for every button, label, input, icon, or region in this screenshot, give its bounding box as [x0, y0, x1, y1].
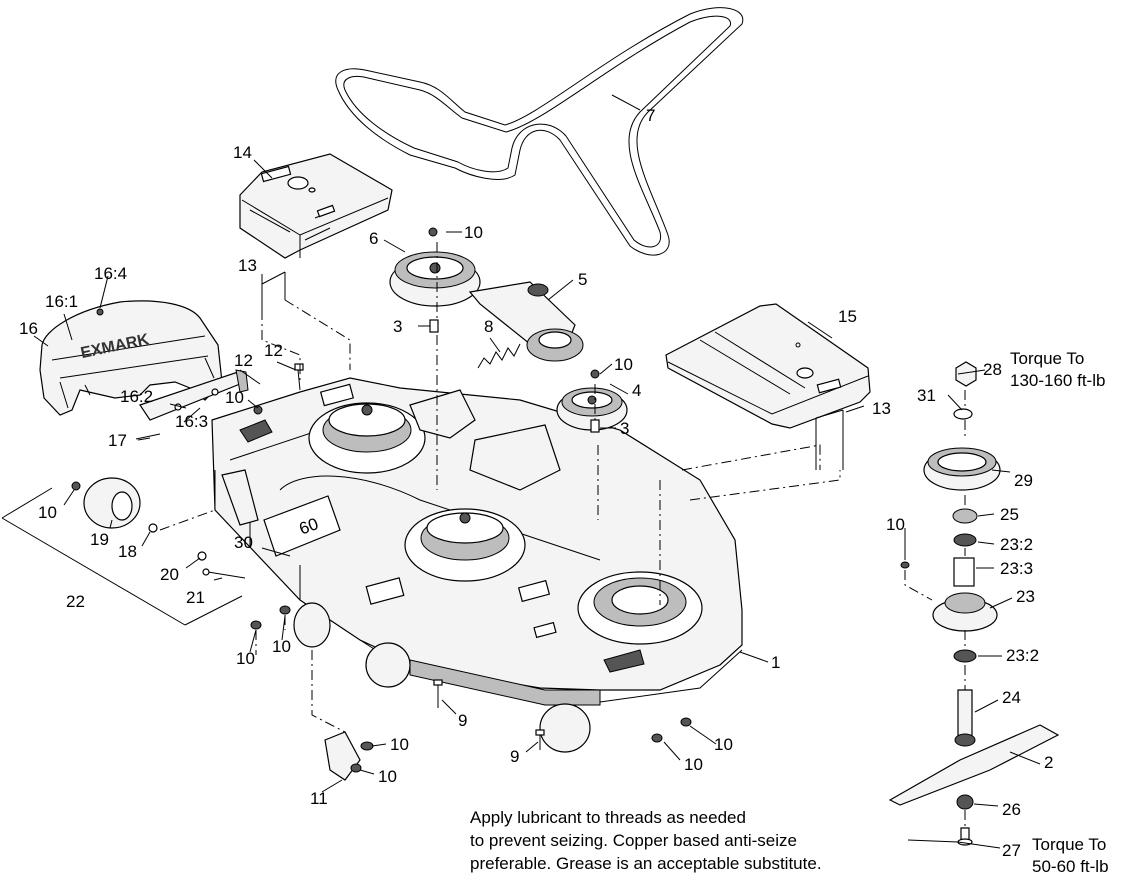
torque-top-line1: Torque To — [1010, 349, 1084, 368]
callout-31: 31 — [917, 386, 936, 405]
callout-10: 10 — [390, 735, 409, 754]
callout-9: 9 — [458, 711, 467, 730]
callout-17: 17 — [108, 431, 127, 450]
callout-12: 12 — [234, 351, 253, 370]
callout-13: 13 — [872, 399, 891, 418]
callout-21: 21 — [186, 588, 205, 607]
callout-13: 13 — [238, 256, 257, 275]
torque-bottom-line1: Torque To — [1032, 835, 1106, 854]
callout-27: 27 — [1002, 841, 1021, 860]
callout-24: 24 — [1002, 688, 1021, 707]
callout-4: 4 — [632, 381, 641, 400]
callout-16: 16 — [19, 319, 38, 338]
callout-10: 10 — [614, 355, 633, 374]
callout-10: 10 — [886, 515, 905, 534]
callout-14: 14 — [233, 143, 252, 162]
callout-29: 29 — [1014, 471, 1033, 490]
callout-22: 22 — [66, 592, 85, 611]
callout-2: 2 — [1044, 753, 1053, 772]
callout-10: 10 — [272, 637, 291, 656]
callout-18: 18 — [118, 542, 137, 561]
guard-bracket — [139, 369, 249, 421]
callout-12: 12 — [264, 341, 283, 360]
callout-3: 3 — [393, 317, 402, 336]
callout-23-2: 23:2 — [1000, 535, 1033, 554]
callout-11: 11 — [310, 789, 328, 808]
lubricant-note: Apply lubricant to threads as needed to … — [470, 808, 822, 873]
callout-labels: 14 6 10 5 7 13 3 8 10 4 3 15 13 16:4 16:… — [19, 106, 1053, 860]
callout-30: 30 — [234, 533, 253, 552]
caster-wheel-19 — [83, 477, 158, 533]
callout-20: 20 — [160, 565, 179, 584]
callout-16-2: 16:2 — [120, 387, 153, 406]
callout-15: 15 — [838, 307, 857, 326]
callout-19: 19 — [90, 530, 109, 549]
callout-10: 10 — [236, 649, 255, 668]
callout-3: 3 — [620, 419, 629, 438]
left-belt-cover — [239, 153, 393, 259]
pulley-6 — [389, 251, 481, 307]
callout-8: 8 — [484, 317, 493, 336]
torque-spec-top: Torque To 130-160 ft-lb — [1010, 349, 1105, 390]
bolts — [135, 271, 844, 750]
callout-25: 25 — [1000, 505, 1019, 524]
callout-16-1: 16:1 — [45, 292, 78, 311]
callout-16-4: 16:4 — [94, 264, 127, 283]
mower-deck: 60 — [211, 377, 743, 706]
callout-5: 5 — [578, 270, 587, 289]
hardware-nuts — [71, 227, 692, 773]
callout-6: 6 — [369, 229, 378, 248]
torque-top-line2: 130-160 ft-lb — [1010, 371, 1105, 390]
drive-belt — [335, 7, 744, 256]
spindle-assembly — [888, 361, 1060, 846]
spring-8 — [477, 343, 521, 369]
note-line1: Apply lubricant to threads as needed — [470, 808, 746, 827]
callout-1: 1 — [771, 653, 780, 672]
right-belt-cover — [665, 303, 871, 429]
callout-10: 10 — [225, 388, 244, 407]
callout-23: 23 — [1016, 587, 1035, 606]
front-guard: EXMARK — [39, 300, 223, 416]
callout-10: 10 — [464, 223, 483, 242]
callout-10: 10 — [684, 755, 703, 774]
idler-arm-5 — [468, 281, 584, 362]
torque-bottom-line2: 50-60 ft-lb — [1032, 857, 1109, 876]
callout-28: 28 — [983, 360, 1002, 379]
callout-23-2: 23:2 — [1006, 646, 1039, 665]
callout-10: 10 — [378, 767, 397, 786]
pulley-4 — [556, 387, 628, 431]
callout-26: 26 — [1002, 800, 1021, 819]
callout-16-3: 16:3 — [175, 412, 208, 431]
callout-7: 7 — [646, 106, 655, 125]
callout-10: 10 — [38, 503, 57, 522]
callout-10: 10 — [714, 735, 733, 754]
note-line3: preferable. Grease is an acceptable subs… — [470, 854, 822, 873]
torque-spec-bottom: Torque To 50-60 ft-lb — [1032, 835, 1109, 876]
note-line2: to prevent seizing. Copper based anti-se… — [470, 831, 797, 850]
callout-9: 9 — [510, 747, 519, 766]
callout-23-3: 23:3 — [1000, 559, 1033, 578]
leader-lines — [33, 94, 1041, 849]
caster-assembly-bracket — [1, 487, 243, 626]
